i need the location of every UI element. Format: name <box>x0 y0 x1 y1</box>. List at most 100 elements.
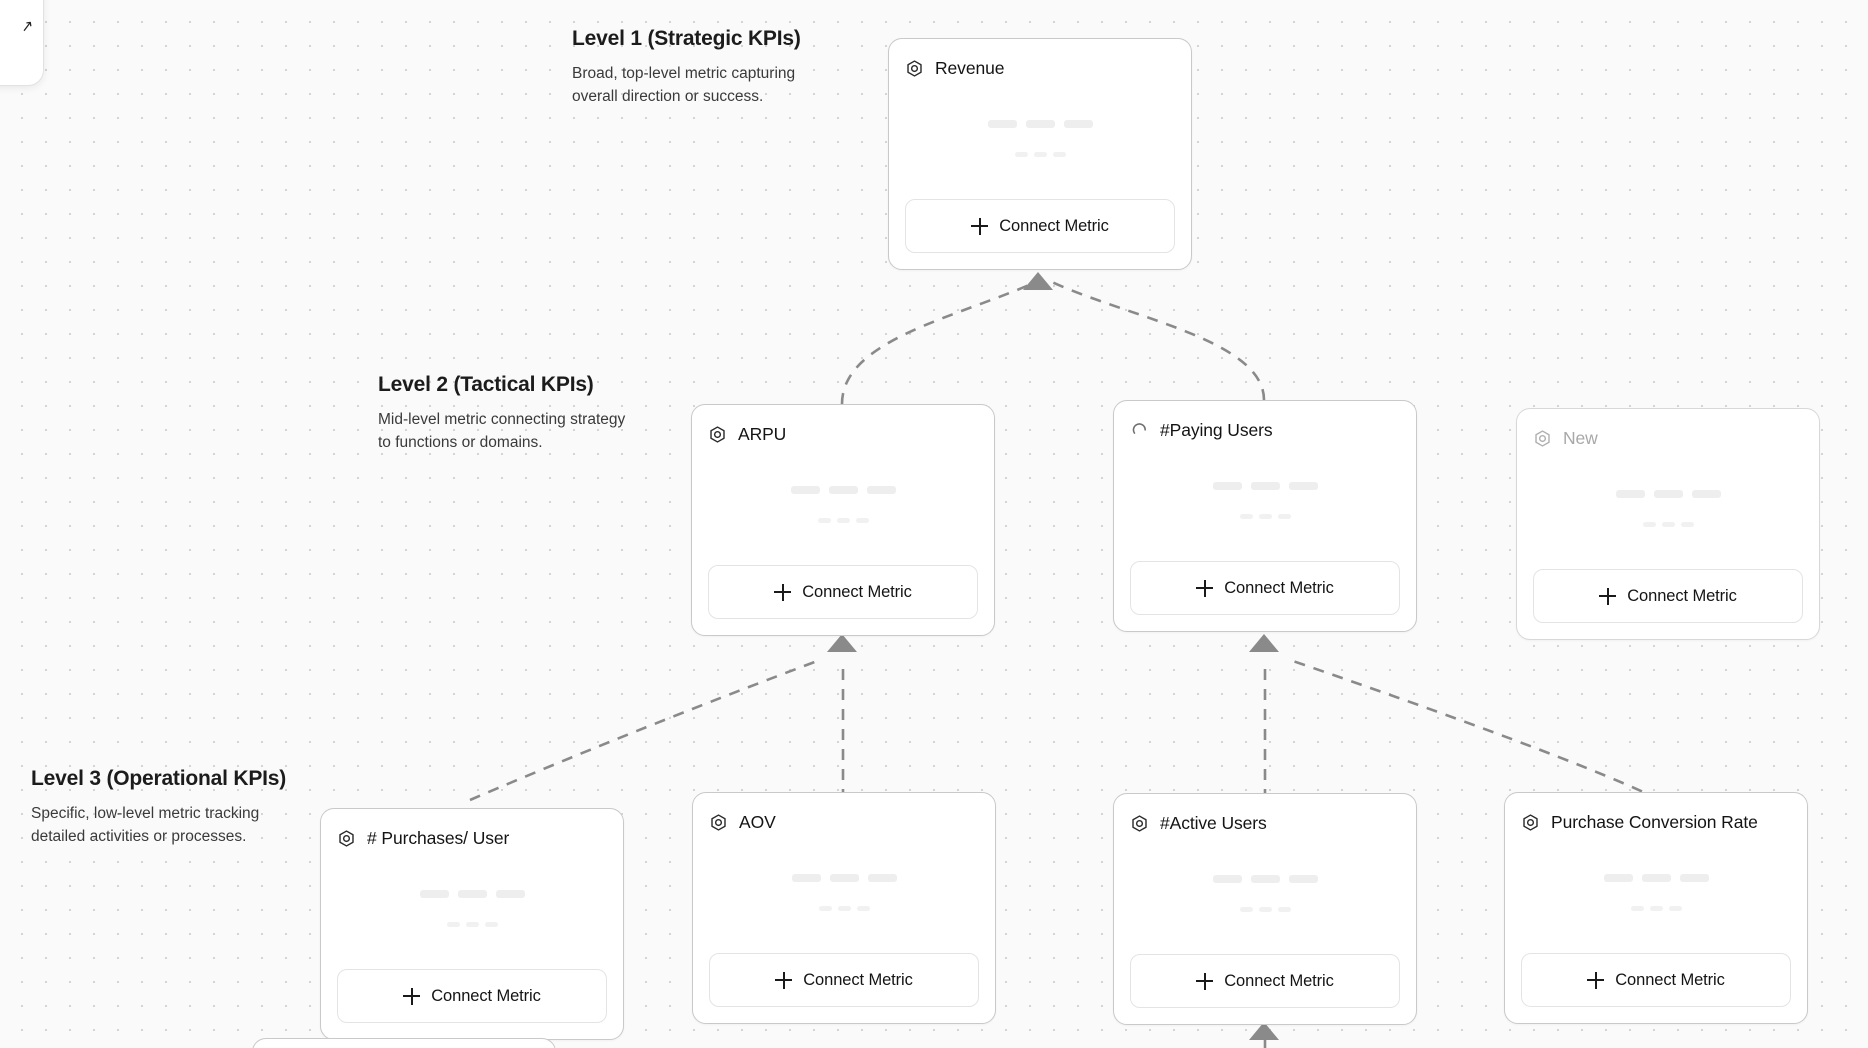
card-skeleton-body <box>709 837 979 953</box>
connect-metric-button[interactable]: Connect Metric <box>1130 954 1400 1008</box>
level-1-description: Broad, top-level metric capturing overal… <box>572 65 796 105</box>
skeleton-row-secondary <box>817 517 869 523</box>
skeleton-bar <box>818 905 832 911</box>
metric-card-aov[interactable]: AOV Connect Metric <box>692 792 996 1024</box>
skeleton-row-secondary <box>1014 151 1066 157</box>
level-3-descriptor: Level 3 (Operational KPIs) Specific, low… <box>31 766 286 848</box>
hexagon-metric-icon <box>1521 813 1540 832</box>
connect-metric-button[interactable]: Connect Metric <box>1521 953 1791 1007</box>
skeleton-bar <box>1277 513 1291 519</box>
plus-icon <box>774 583 792 601</box>
skeleton-row-secondary <box>1239 513 1291 519</box>
edge-arpu-to-revenue <box>840 280 1037 405</box>
edge-purchases-to-arpu <box>469 658 821 802</box>
metric-card-paying-users[interactable]: #Paying Users Connect Metric <box>1113 400 1417 632</box>
skeleton-bar <box>1212 481 1242 490</box>
connect-metric-button[interactable]: Connect Metric <box>1533 569 1803 623</box>
arrow-head-revenue <box>1023 272 1053 290</box>
skeleton-bar <box>1014 151 1028 157</box>
connect-metric-button[interactable]: Connect Metric <box>708 565 978 619</box>
skeleton-bar <box>1277 906 1291 912</box>
hexagon-metric-icon <box>708 425 727 444</box>
level-3-title: Level 3 (Operational KPIs) <box>31 767 287 790</box>
plus-icon <box>403 987 421 1005</box>
card-skeleton-body <box>337 853 607 969</box>
skeleton-bar <box>987 119 1017 128</box>
skeleton-row-secondary <box>1239 906 1291 912</box>
skeleton-bar <box>791 873 821 882</box>
hexagon-metric-icon <box>1130 814 1149 833</box>
skeleton-bar <box>1288 481 1318 490</box>
card-header: Purchase Conversion Rate <box>1521 807 1791 837</box>
skeleton-bar <box>1239 513 1253 519</box>
skeleton-bar <box>419 889 449 898</box>
metric-card-purchases-per-user[interactable]: # Purchases/ User Connect Metric <box>320 808 624 1040</box>
skeleton-row-primary <box>1615 489 1721 498</box>
skeleton-row-secondary <box>1642 521 1694 527</box>
skeleton-bar <box>465 921 479 927</box>
connect-metric-label: Connect Metric <box>802 582 912 601</box>
connect-metric-label: Connect Metric <box>431 986 541 1005</box>
level-2-descriptor: Level 2 (Tactical KPIs) Mid-level metric… <box>378 372 628 454</box>
skeleton-bar <box>446 921 460 927</box>
connect-metric-label: Connect Metric <box>1627 586 1737 605</box>
skeleton-bar <box>1680 521 1694 527</box>
skeleton-bar <box>484 921 498 927</box>
skeleton-bar <box>1288 874 1318 883</box>
card-header: AOV <box>709 807 979 837</box>
skeleton-bar <box>829 873 859 882</box>
skeleton-row-primary <box>1212 874 1318 883</box>
connect-metric-button[interactable]: Connect Metric <box>709 953 979 1007</box>
edge-conversion-to-paying-users <box>1289 658 1661 802</box>
skeleton-bar <box>1642 521 1656 527</box>
hexagon-metric-icon <box>1533 429 1552 448</box>
skeleton-bar <box>1258 513 1272 519</box>
metric-card-arpu[interactable]: ARPU Connect Metric <box>691 404 995 636</box>
skeleton-bar <box>1250 481 1280 490</box>
skeleton-bar <box>866 485 896 494</box>
connect-metric-button[interactable]: Connect Metric <box>1130 561 1400 615</box>
skeleton-bar <box>1691 489 1721 498</box>
skeleton-bar <box>790 485 820 494</box>
plus-icon <box>1196 972 1214 990</box>
card-header: New <box>1533 423 1803 453</box>
skeleton-bar <box>837 905 851 911</box>
plus-icon <box>1196 579 1214 597</box>
skeleton-bar <box>1603 873 1633 882</box>
arrow-head-paying-users <box>1249 634 1279 652</box>
hexagon-metric-icon <box>337 829 356 848</box>
metric-card-revenue[interactable]: Revenue Connect Metric <box>888 38 1192 270</box>
skeleton-bar <box>817 517 831 523</box>
skeleton-row-primary <box>419 889 525 898</box>
skeleton-bar <box>856 905 870 911</box>
card-skeleton-body <box>1130 445 1400 561</box>
metric-card-purchase-conversion-rate[interactable]: Purchase Conversion Rate Connect Metric <box>1504 792 1808 1024</box>
skeleton-bar <box>1653 489 1683 498</box>
level-3-description: Specific, low-level metric tracking deta… <box>31 805 260 845</box>
spinner-loading-icon <box>1130 421 1149 440</box>
plus-icon <box>971 217 989 235</box>
level-1-descriptor: Level 1 (Strategic KPIs) Broad, top-leve… <box>572 26 822 108</box>
floating-corner-panel[interactable]: ↗ <box>0 0 44 86</box>
skeleton-bar <box>495 889 525 898</box>
connect-metric-button[interactable]: Connect Metric <box>337 969 607 1023</box>
skeleton-bar <box>1025 119 1055 128</box>
skeleton-bar <box>836 517 850 523</box>
card-title: ARPU <box>738 423 787 444</box>
card-header: #Paying Users <box>1130 415 1400 445</box>
connect-metric-button[interactable]: Connect Metric <box>905 199 1175 253</box>
edge-paying-users-to-revenue <box>1051 280 1266 401</box>
metric-card-active-users[interactable]: #Active Users Connect Metric <box>1113 793 1417 1025</box>
metric-card-new[interactable]: New Connect Metric <box>1516 408 1820 640</box>
skeleton-bar <box>1630 905 1644 911</box>
card-title: Purchase Conversion Rate <box>1551 811 1758 832</box>
card-header: #Active Users <box>1130 808 1400 838</box>
card-skeleton-body <box>1521 837 1791 953</box>
connect-metric-label: Connect Metric <box>999 216 1109 235</box>
card-skeleton-body <box>1533 453 1803 569</box>
skeleton-bar <box>1679 873 1709 882</box>
metric-card-partial-offscreen[interactable] <box>252 1038 556 1048</box>
plus-icon <box>775 971 793 989</box>
skeleton-row-secondary <box>446 921 498 927</box>
